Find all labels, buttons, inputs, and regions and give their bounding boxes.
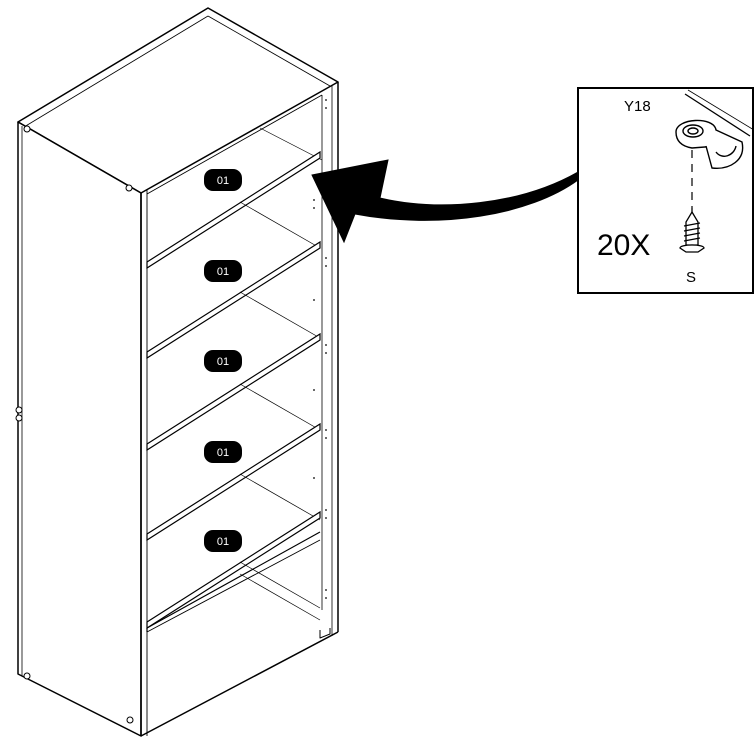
- curved-arrow: [311, 159, 579, 244]
- shelf-part-badge: [204, 350, 242, 372]
- shelf-board: [146, 510, 321, 630]
- shelf-back-edge: [239, 201, 321, 249]
- shelf-part-badge: [204, 530, 242, 552]
- screw-icon: [679, 208, 705, 253]
- shelf-board: [146, 422, 321, 542]
- shelf-bracket-icon: [675, 119, 744, 169]
- left-side-panel: [17, 121, 142, 737]
- shelf-part-label: 01: [217, 356, 229, 368]
- shelf-part-badge: [204, 260, 242, 282]
- shelf-part-badge: [204, 441, 242, 463]
- shelf-part-label: 01: [217, 266, 229, 278]
- shelf-part-badge: [204, 169, 242, 191]
- shelf-peg-holes: [313, 99, 327, 599]
- shelf-back-edge: [239, 473, 321, 521]
- shelf-part-label: 01: [217, 175, 229, 187]
- shelf-part-label: 01: [217, 447, 229, 459]
- bracket-part-code: Y18: [624, 98, 651, 115]
- shelf-back-edge: [239, 383, 321, 431]
- shelf-part-label: 01: [217, 536, 229, 548]
- shelves-group: 01 01 01 01 01: [146, 150, 321, 630]
- hardware-detail-callout: Y18 20X S: [577, 87, 754, 294]
- bookcase-cabinet: [15, 7, 339, 737]
- quantity-label: 20X: [597, 229, 650, 262]
- shelf-board: [146, 150, 321, 270]
- callout-frame: [577, 87, 754, 294]
- shelf-back-edge: [239, 291, 321, 339]
- screw-part-code: S: [686, 269, 696, 286]
- shelf-board: [146, 332, 321, 452]
- shelf-board: [146, 240, 321, 360]
- shelf-back-edge: [239, 561, 321, 609]
